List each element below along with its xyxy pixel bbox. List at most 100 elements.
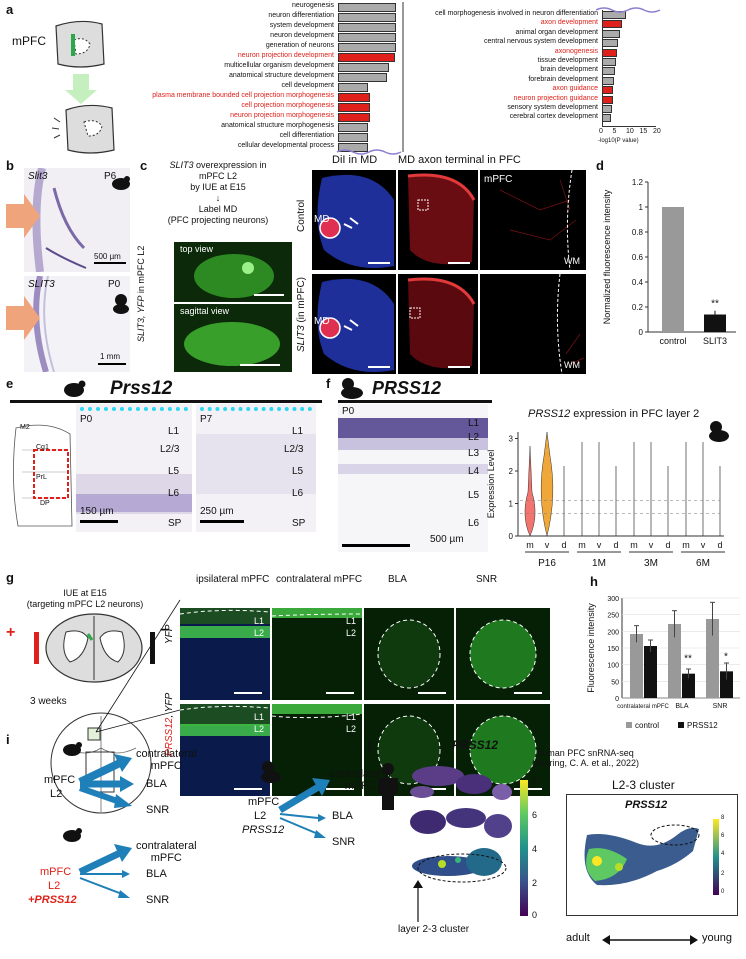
go1-label: generation of neurons — [265, 42, 334, 49]
g-col-bla: BLA — [388, 574, 407, 585]
mpfc-label: mPFC — [12, 34, 46, 48]
chart-h-bar — [644, 646, 657, 698]
i-src-1: mPFC — [44, 774, 76, 786]
go1-bar — [338, 73, 387, 82]
chart-h-tick-label: 50 — [611, 679, 619, 686]
go1-label: cell projection morphogenesis — [241, 102, 334, 109]
umap-plot — [410, 766, 512, 922]
mouse-scale-bar — [94, 262, 126, 264]
violin-tick-label: 1 — [509, 500, 514, 509]
go1-label: cell differentiation — [279, 132, 334, 139]
go1-bar — [338, 33, 396, 42]
go2-bar — [602, 39, 618, 48]
go1-label: system development — [269, 22, 334, 29]
i-monkey-src-2: L2 — [254, 810, 267, 822]
go2-label: cerebral cortex development — [509, 113, 598, 121]
chart-d-ylabel: Normalized fluorescence intensity — [602, 189, 612, 324]
j-inset-gene: PRSS12 — [625, 799, 668, 811]
chart-d-significance: ** — [711, 299, 719, 310]
violin-shape — [540, 431, 554, 537]
j-cluster-label: layer 2-3 cluster — [398, 924, 470, 935]
chart-d-tick-label: 0.6 — [632, 253, 644, 262]
i-target-snr-2: SNR — [146, 894, 170, 906]
chart-h-legend-swatch — [626, 722, 632, 728]
chart-h-bar — [682, 673, 695, 698]
c-row1-label: Control — [296, 199, 307, 232]
j-inset-title: L2-3 cluster — [612, 778, 675, 792]
mouse-icon-i — [63, 742, 82, 756]
j-age-axis-arrow — [602, 935, 698, 945]
chart-d-svg: Normalized fluorescence intensity00.20.4… — [602, 178, 736, 346]
g-col-ipsi: ipsilateral mPFC — [196, 574, 270, 585]
mouse-prss12-p7-ish: P7 L1 L2/3 L5 L6 SP 250 µm — [196, 404, 316, 532]
violin-subgroup: d — [561, 540, 566, 550]
mouse-atlas-schematic — [13, 424, 73, 527]
chart-h-significance: * — [724, 651, 728, 662]
g-micrograph-bla-yfp — [364, 608, 454, 700]
go2-tick: 10 — [626, 128, 634, 135]
panel-label-b: b — [6, 158, 14, 173]
go2-x-axis — [602, 126, 656, 127]
panel-label-i: i — [6, 732, 10, 747]
layer-label-l1: L1 — [254, 616, 265, 626]
chart-h-category: contralateral mPFC — [617, 704, 669, 710]
chart-h-significance: ** — [684, 654, 692, 665]
go1-bar — [338, 3, 396, 12]
atlas-label-prl: PrL — [36, 474, 47, 481]
go1-bar — [338, 93, 370, 102]
arrow-icon — [6, 194, 40, 238]
chart-h-category: BLA — [675, 703, 689, 710]
c-line3: by IUE at E15 — [190, 182, 246, 192]
violin-subgroup: m — [630, 540, 638, 550]
mouse-scale-label: 500 µm — [94, 252, 121, 261]
violin-subgroup: m — [526, 540, 534, 550]
chart-h-bar — [720, 671, 733, 698]
go1-label: neuron projection morphogenesis — [230, 112, 334, 119]
axis-break-line — [402, 2, 404, 152]
layer-label-l1: L1 — [346, 712, 357, 722]
g-weeks-label: 3 weeks — [30, 696, 67, 707]
axis-break-wave-2 — [595, 7, 661, 13]
go1-bar — [338, 13, 396, 22]
j-source: human PFC snRNA-seq(Herring, C. A. et al… — [532, 748, 640, 768]
go2-label: cell morphogenesis involved in neuron di… — [435, 10, 598, 17]
i-target-snr-3: SNR — [332, 836, 356, 848]
monkey-scale-label: 1 mm — [100, 352, 120, 361]
c-line5: (PFC projecting neurons) — [167, 215, 269, 225]
atlas-label-dp: DP — [40, 500, 50, 507]
j-cbar-2: 2 — [532, 878, 538, 888]
layer-label-l2: L2 — [346, 628, 357, 638]
j-cbar-0: 0 — [532, 910, 538, 920]
go1-bar — [338, 43, 396, 52]
violin-subgroup: v — [649, 540, 654, 550]
g-col-snr: SNR — [476, 574, 498, 585]
i-monkey-src-1: mPFC — [248, 796, 280, 808]
monkey-icon-f — [341, 378, 363, 399]
mouse-prss12-p0-ish: P0 L1 L2/3 L5 L6 SP 150 µm — [76, 404, 192, 532]
go2-bar — [602, 48, 617, 57]
violin-shape — [524, 445, 536, 537]
i-add-prss12: +PRSS12 — [28, 894, 77, 906]
chart-d-bar — [704, 314, 726, 332]
i-target-bla-1: BLA — [146, 778, 167, 790]
go1-label: cell development — [281, 82, 334, 89]
mpfc-zoom-control-image: mPFC WM — [480, 170, 586, 270]
panel-label-e: e — [6, 376, 14, 391]
go1-bar — [338, 113, 370, 122]
chart-h-bar — [706, 619, 719, 698]
i-arrows-3 — [278, 778, 330, 838]
violin-subgroup: v — [701, 540, 706, 550]
monkey-icon — [113, 294, 129, 314]
arrow-icon-2 — [6, 296, 40, 340]
go2-label: sensory system development — [507, 104, 598, 111]
plus-electrode: + — [6, 624, 16, 641]
c-col2-title: MD axon terminal in PFC — [398, 154, 521, 166]
j-cbar-8: 8 — [532, 776, 538, 786]
chart-h-bar — [668, 624, 681, 698]
c-description: SLIT3 overexpression in mPFC L2 by IUE a… — [148, 160, 288, 226]
chart-d-tick-label: 1 — [639, 203, 644, 212]
violin-subgroup: v — [545, 540, 550, 550]
go2-label: brain development — [540, 66, 598, 74]
